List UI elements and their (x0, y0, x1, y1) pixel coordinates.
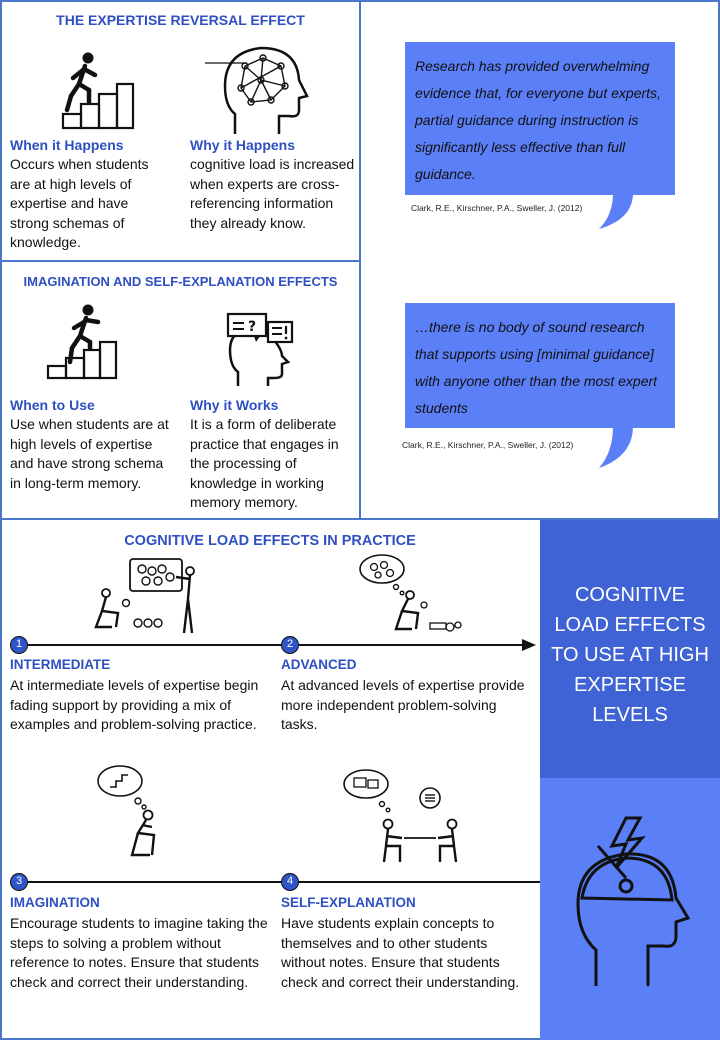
svg-text:?: ? (248, 319, 256, 335)
quote-2: …there is no body of sound research that… (405, 303, 675, 428)
expertise-reversal-heading: THE EXPERTISE REVERSAL EFFECT (56, 12, 305, 28)
quote-1: Research has provided overwhelming evide… (405, 42, 675, 195)
discussion-icon (342, 768, 472, 868)
stair-climber-icon (40, 300, 120, 382)
quote-2-tail (599, 426, 633, 468)
timeline-arrow (12, 636, 537, 654)
when-to-use-title: When to Use (10, 397, 95, 413)
why-it-works-body: It is a form of deliberate practice that… (190, 416, 339, 510)
expertise-reversal-panel (0, 0, 361, 262)
stair-climber-icon (55, 50, 135, 132)
quote-2-citation: Clark, R.E., Kirschner, P.A., Sweller, J… (402, 440, 574, 450)
step-1-title: INTERMEDIATE (10, 657, 111, 672)
when-to-use-body: Use when students are at high levels of … (10, 416, 169, 491)
imagination-heading: IMAGINATION AND SELF-EXPLANATION EFFECTS (23, 274, 338, 289)
step-number-3: 3 (10, 873, 28, 891)
step-number-1: 1 (10, 636, 28, 654)
when-it-happens-body: Occurs when students are at high levels … (10, 156, 149, 250)
step-4-title: SELF-EXPLANATION (281, 895, 416, 910)
step-number-2: 2 (281, 636, 299, 654)
step-2-body: At advanced levels of expertise provide … (281, 677, 525, 732)
imagining-student-icon (96, 763, 186, 863)
quote-1-tail (599, 193, 633, 229)
step-1-body: At intermediate levels of expertise begi… (10, 677, 259, 732)
why-it-happens-title: Why it Happens (190, 137, 296, 153)
sidebar-title-box: COGNITIVE LOAD EFFECTS TO USE AT HIGH EX… (540, 520, 720, 778)
head-lightning-icon (568, 810, 698, 1000)
speaking-head-icon: ? (222, 310, 302, 388)
quote-1-citation: Clark, R.E., Kirschner, P.A., Sweller, J… (411, 203, 583, 213)
why-it-works-title: Why it Works (190, 397, 279, 413)
step-2-title: ADVANCED (281, 657, 357, 672)
when-it-happens-title: When it Happens (10, 137, 124, 153)
step-number-4: 4 (281, 873, 299, 891)
practice-heading: COGNITIVE LOAD EFFECTS IN PRACTICE (124, 533, 416, 549)
timeline-line (12, 873, 540, 891)
sidebar-title: COGNITIVE LOAD EFFECTS TO USE AT HIGH EX… (551, 584, 709, 726)
thinking-student-icon (358, 553, 468, 639)
network-head-icon (205, 36, 315, 136)
why-it-happens-body: cognitive load is increased when experts… (190, 156, 355, 231)
step-3-title: IMAGINATION (10, 895, 100, 910)
step-3-body: Encourage students to imagine taking the… (10, 915, 268, 990)
step-4-body: Have students explain concepts to themse… (281, 915, 520, 990)
sidebar-lower (540, 778, 720, 1040)
teacher-board-icon (92, 557, 212, 635)
